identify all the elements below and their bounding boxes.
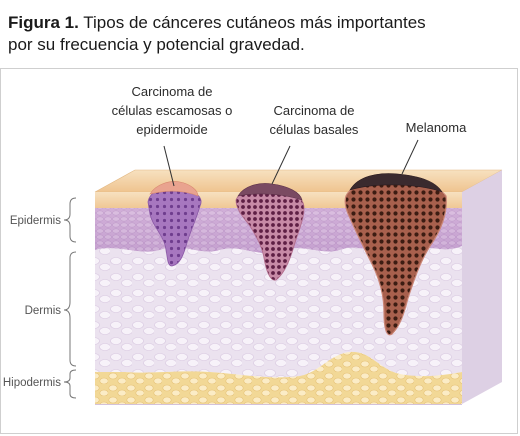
melanoma-label: Melanoma xyxy=(406,120,467,135)
epidermis-label: Epidermis xyxy=(10,215,61,227)
basal-label-line-2: células basales xyxy=(270,122,359,137)
squamous-label-line-1: Carcinoma de xyxy=(132,84,213,99)
basal-bump xyxy=(237,183,303,201)
basal-label-line-1: Carcinoma de xyxy=(274,103,355,118)
hypodermis-layer xyxy=(95,351,462,404)
squamous-pointer xyxy=(163,145,175,187)
dermis-label: Dermis xyxy=(25,305,62,317)
melanoma-bump xyxy=(349,173,443,193)
skin-side-face xyxy=(462,170,502,404)
figure-number: Figura 1. xyxy=(8,13,79,32)
caption-line-2: por su frecuencia y potencial gravedad. xyxy=(8,35,305,54)
squamous-label-line-2: células escamosas o xyxy=(112,103,233,118)
hypodermis-label: Hipodermis xyxy=(3,377,61,389)
caption-line-1: Tipos de cánceres cutáneos más important… xyxy=(83,13,426,32)
basal-pointer xyxy=(271,145,291,185)
squamous-bump xyxy=(149,181,199,197)
dermis-layer xyxy=(95,246,462,378)
dermis-bracket xyxy=(63,251,77,367)
hypodermis-bracket xyxy=(63,369,77,399)
figure-caption: Figura 1. Tipos de cánceres cutáneos más… xyxy=(8,12,508,56)
squamous-label-line-3: epidermoide xyxy=(136,122,208,137)
epidermis-bracket xyxy=(63,197,77,243)
melanoma-pointer xyxy=(401,139,419,175)
